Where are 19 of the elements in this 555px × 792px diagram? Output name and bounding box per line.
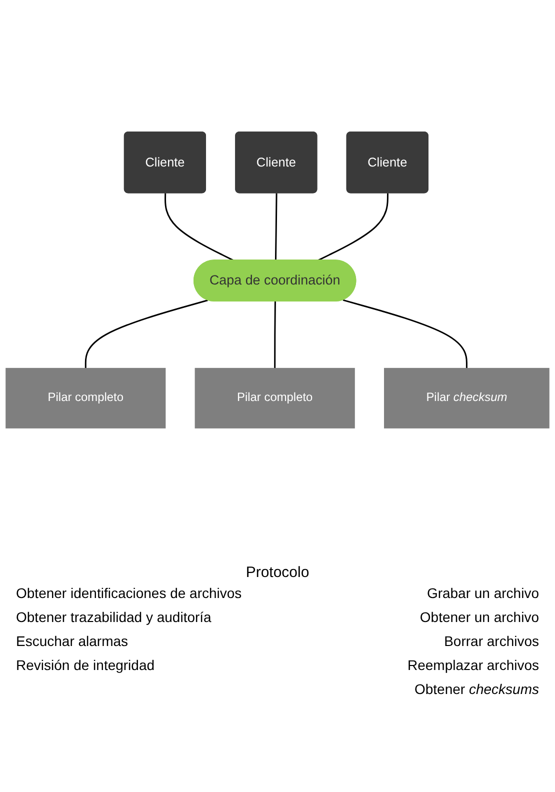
- node-box: Pilar checksum: [384, 368, 550, 428]
- node-box: Pilar completo: [194, 368, 355, 428]
- operation-label: Obtener checksums: [413, 681, 539, 697]
- operation-label: Revisión de integridad: [16, 657, 156, 673]
- connector: [342, 299, 468, 368]
- connector: [274, 301, 276, 368]
- operation-label: Borrar archivos: [443, 633, 539, 649]
- connector: [274, 193, 278, 260]
- node-box: Pilar completo: [6, 368, 166, 428]
- operation-label: Reemplazar archivos: [406, 657, 539, 673]
- operation-label: Escuchar alarmas: [16, 633, 130, 649]
- connector: [164, 193, 234, 262]
- operation-label: Obtener un archivo: [418, 609, 539, 625]
- protocol-label: Protocolo: [244, 564, 310, 581]
- connector: [318, 193, 388, 262]
- operation-label: Grabar un archivo: [426, 585, 539, 601]
- connector: [84, 300, 208, 368]
- operation-label: Obtener trazabilidad y auditoría: [16, 609, 212, 625]
- operation-label: Obtener identificaciones de archivos: [16, 585, 243, 601]
